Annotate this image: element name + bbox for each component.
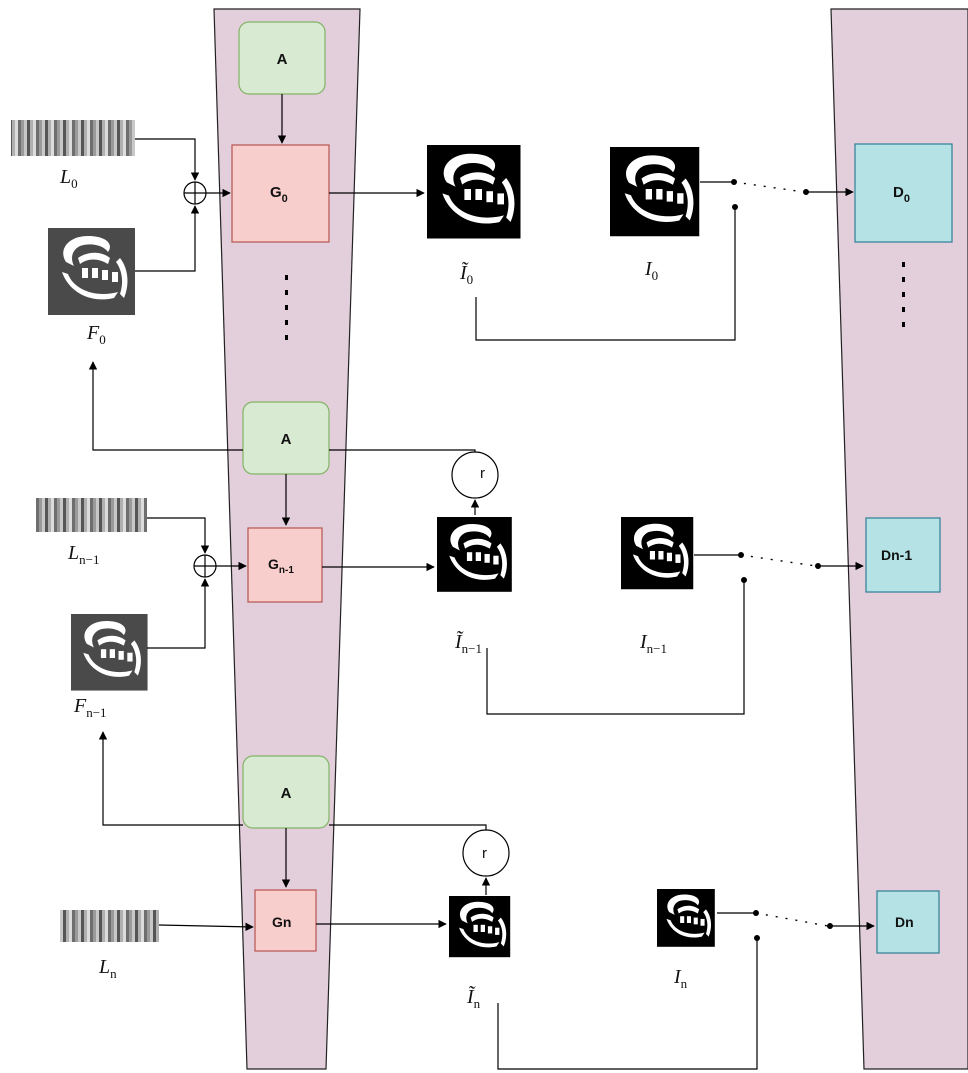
label-I-tilde-1: Ĩn−1 [454, 629, 482, 656]
discriminator-label-2: Dn [895, 914, 914, 930]
noise-vector-icon [11, 120, 135, 156]
label-I-2: In [673, 966, 688, 991]
label-L-1: Ln−1 [67, 542, 99, 567]
generated-mask-icon [449, 896, 510, 957]
label-L-2: Ln [98, 956, 117, 981]
label-I-tilde-0: Ĩ0 [459, 260, 473, 287]
relevance-label-1: r [480, 465, 485, 482]
label-I-0: I0 [644, 258, 658, 283]
real-mask-icon [610, 147, 699, 236]
noise-vector-icon [36, 498, 147, 532]
row-0: A G0 L0 F0 Ĩ0 I [11, 22, 952, 347]
label-F-0: F0 [86, 322, 106, 347]
relevance-circle-1 [452, 452, 498, 498]
label-F-1: Fn−1 [73, 695, 107, 720]
label-I-tilde-2: Ĩn [466, 984, 481, 1011]
attention-label-1: A [281, 431, 292, 448]
real-mask-icon [621, 517, 693, 589]
real-mask-icon [657, 889, 715, 947]
row-n-1: A r Gn-1 Ln−1 Fn−1 Ĩn−1 [36, 362, 940, 720]
row-n: A r Gn Ln Ĩn In Dn [60, 732, 939, 1069]
attention-label-0: A [277, 51, 288, 68]
generator-label-2: Gn [272, 914, 291, 930]
discriminator-label-1: Dn-1 [881, 547, 912, 563]
generated-mask-icon [437, 517, 512, 592]
label-L-0: L0 [59, 166, 78, 191]
feature-map-icon [48, 228, 135, 315]
feature-map-icon [71, 614, 148, 691]
generated-mask-icon [427, 145, 521, 239]
noise-vector-icon [60, 910, 159, 942]
label-I-1: In−1 [639, 631, 667, 656]
attention-label-2: A [281, 785, 292, 802]
relevance-label-2: r [482, 845, 487, 862]
